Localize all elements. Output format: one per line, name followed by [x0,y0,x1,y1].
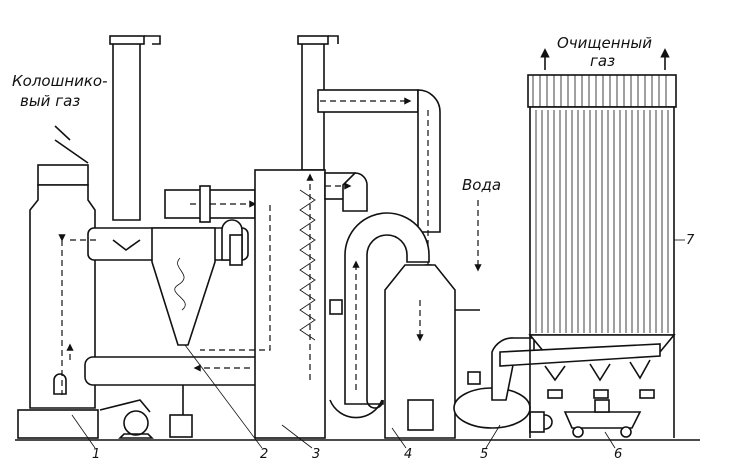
separator-4 [384,264,480,439]
u-bend-duct [329,212,430,419]
clean-gas-label-line1: Очищенный [557,34,652,52]
callout-leaders [71,239,685,449]
callout-1: 1 [92,447,100,462]
callout-5: 5 [480,447,488,462]
callout-3: 3 [312,447,320,462]
clean-gas-label-line2: газ [590,52,615,70]
dust-cart-6 [563,399,642,438]
callout-7: 7 [686,233,695,248]
scrubber-tower-3 [200,169,368,439]
inlet-gas-label-line2: вый газ [20,92,80,110]
dust-catcher-1 [17,125,99,439]
callout-4: 4 [404,447,412,462]
callout-2: 2 [260,447,268,462]
inlet-gas-label-line1: Колошнико- [12,72,108,90]
stack-left [109,35,161,221]
clean-gas-label: Очищенный газ [557,34,652,70]
cyclone-2 [66,185,266,439]
water-inlet: Вода [462,176,501,272]
callout-6: 6 [614,447,622,462]
inlet-gas-label: Колошнико- вый газ [12,72,108,110]
water-label: Вода [462,176,501,194]
bag-filter-7 [499,48,677,438]
